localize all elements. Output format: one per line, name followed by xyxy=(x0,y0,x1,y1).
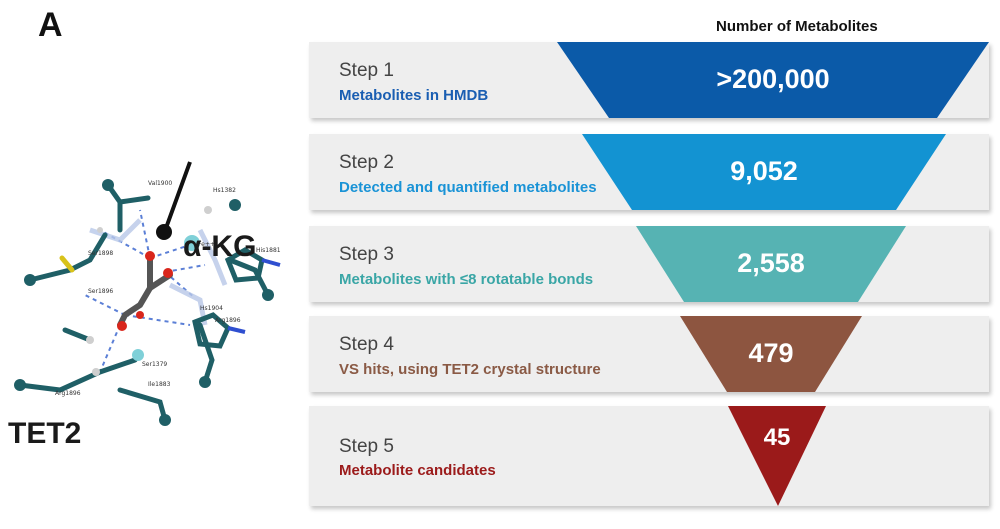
residue-label: His1881 xyxy=(256,247,281,254)
funnel-segment-2 xyxy=(582,134,946,210)
step-title: Step 5 xyxy=(339,436,394,457)
step-1-value: >200,000 xyxy=(716,64,830,94)
step-title: Step 3 xyxy=(339,244,394,265)
step-4-value: 479 xyxy=(748,338,794,368)
step-3-value: 2,558 xyxy=(737,248,805,278)
residue-label: Val1900 xyxy=(148,180,172,187)
step-description: Metabolites with ≤8 rotatable bonds xyxy=(339,271,594,288)
alpha-kg-label: α-KG xyxy=(183,230,257,263)
residue-label: Ser1898 xyxy=(88,250,113,257)
residue-label: Fe++ xyxy=(198,241,215,248)
step-title: Step 2 xyxy=(339,152,394,173)
step-description: Detected and quantified metabolites xyxy=(339,179,597,196)
step-title: Step 4 xyxy=(339,334,394,355)
funnel-segment-4 xyxy=(680,316,862,392)
tet2-label: TET2 xyxy=(8,417,82,450)
residue-label: Ser1896 xyxy=(88,288,113,295)
step-row-4: Step 4 VS hits, using TET2 crystal struc… xyxy=(309,316,989,392)
residue-label: Arg1896 xyxy=(215,317,241,324)
residue-label: Ile1883 xyxy=(148,381,171,388)
funnel-segment-3 xyxy=(636,226,906,302)
step-title: Step 1 xyxy=(339,60,394,81)
funnel-segment-1 xyxy=(557,42,989,118)
step-2-value: 9,052 xyxy=(730,156,798,186)
funnel-header: Number of Metabolites xyxy=(716,18,878,35)
step-description: VS hits, using TET2 crystal structure xyxy=(339,361,601,378)
step-description: Metabolites in HMDB xyxy=(339,87,489,104)
residue-label: Hs1904 xyxy=(200,305,223,312)
molecule-graphic: Val1900 Ser1898 Hs1382 Fe++ Ser1896 His1… xyxy=(14,161,281,426)
residue-label: Ser1379 xyxy=(142,361,167,368)
residue-label: Arg1896 xyxy=(55,390,81,397)
step-row-5: Step 5 Metabolite candidates xyxy=(309,406,989,506)
step-5-value: 45 xyxy=(763,424,791,451)
funnel-segment-5 xyxy=(728,406,826,506)
residue-label: Hs1382 xyxy=(213,187,236,194)
panel-letter: A xyxy=(38,6,63,44)
docking-illustration: Val1900 Ser1898 Hs1382 Fe++ Ser1896 His1… xyxy=(0,110,300,524)
step-description: Metabolite candidates xyxy=(339,462,496,479)
